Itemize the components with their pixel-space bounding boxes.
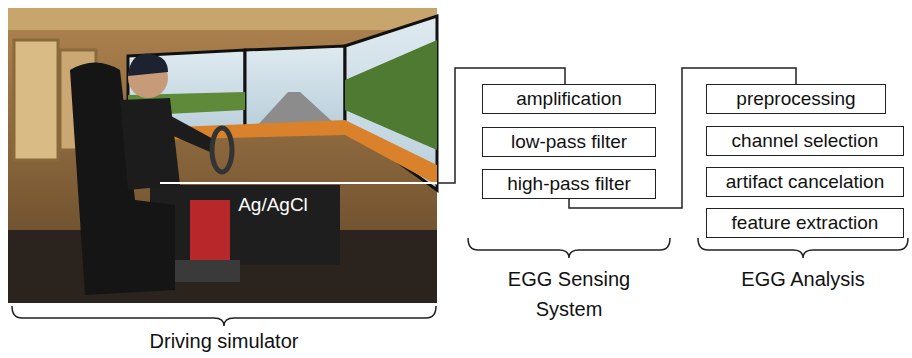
pedal-stand <box>190 200 230 270</box>
bracket <box>468 238 670 258</box>
arm <box>155 110 215 152</box>
box-label: amplification <box>516 88 622 111</box>
process-box: feature extraction <box>706 208 904 238</box>
screen-center <box>245 46 345 128</box>
box-label: feature extraction <box>732 212 879 235</box>
bracket <box>12 306 436 326</box>
box-label: preprocessing <box>736 88 855 111</box>
process-box: channel selection <box>706 126 904 156</box>
ceiling <box>8 8 437 30</box>
steering-wheel <box>212 128 232 172</box>
window-frame <box>14 40 58 160</box>
caption-label: Driving simulator <box>124 326 324 356</box>
process-box: high-pass filter <box>482 169 656 199</box>
caption-label: EGG Sensing System <box>489 264 649 324</box>
bracket <box>698 238 908 258</box>
box-label: high-pass filter <box>507 173 631 196</box>
console <box>150 185 340 265</box>
room-wall <box>8 8 437 303</box>
process-box: artifact cancelation <box>706 167 904 197</box>
beanie <box>128 54 168 76</box>
caption-label: EGG Analysis <box>723 264 883 294</box>
process-box: preprocessing <box>706 84 886 114</box>
box-label: channel selection <box>732 130 879 153</box>
box-label: low-pass filter <box>511 131 627 154</box>
box-label: artifact cancelation <box>726 171 884 194</box>
caption-label: Ag/AgCl <box>228 190 318 220</box>
process-box: amplification <box>482 84 656 114</box>
electrode-lead <box>160 182 437 184</box>
torso <box>120 98 180 190</box>
process-box: low-pass filter <box>482 127 656 157</box>
